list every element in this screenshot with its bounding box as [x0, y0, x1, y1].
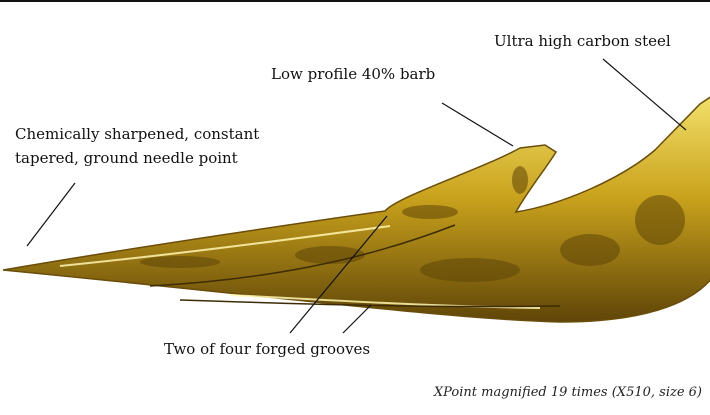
leader-barb: [442, 103, 513, 146]
leader-steel: [603, 59, 686, 130]
label-point-line2: tapered, ground needle point: [15, 148, 238, 169]
label-barb: Low profile 40% barb: [271, 64, 435, 85]
leader-groove-2: [343, 305, 371, 333]
figure-caption: XPoint magnified 19 times (X510, size 6): [434, 385, 702, 401]
label-steel: Ultra high carbon steel: [494, 31, 671, 52]
label-point-line1: Chemically sharpened, constant: [15, 124, 259, 145]
label-grooves: Two of four forged grooves: [164, 339, 370, 360]
leader-point: [27, 183, 75, 246]
